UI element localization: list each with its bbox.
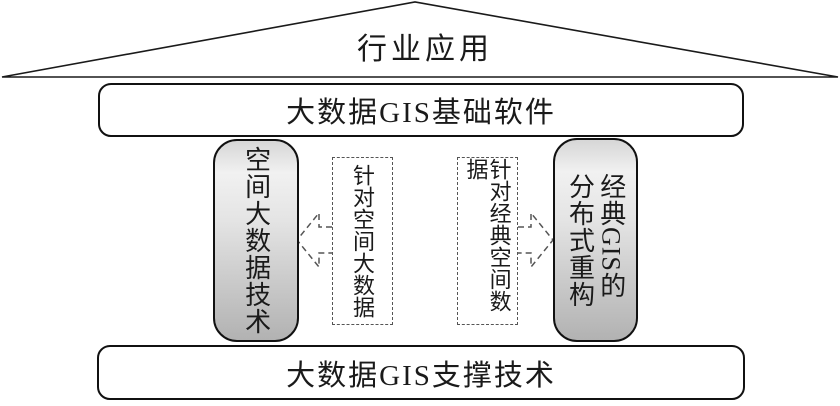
note-right-label: 针对经典空间数据 [463, 158, 512, 312]
pillar-left-label: 空间大数据技术 [241, 146, 271, 335]
pillar-classic-gis-refactor: 经典GIS的 分布式重构 [553, 138, 638, 342]
roof-triangle [1, 1, 839, 78]
bottom-bar-support-tech: 大数据GIS支撑技术 [97, 345, 745, 400]
note-for-spatial-big-data: 针对空间大数据 [332, 157, 393, 325]
roof-title: 行业应用 [357, 33, 493, 66]
top-bar-basic-software: 大数据GIS基础软件 [98, 83, 744, 137]
right-dashed-arrow-icon [518, 210, 554, 270]
left-dashed-arrow-icon [296, 210, 332, 270]
pillar-spatial-big-data-tech: 空间大数据技术 [213, 139, 299, 342]
note-for-classic-spatial-data: 针对经典空间数据 [457, 157, 518, 325]
pillar-right-column-left: 分布式重构 [565, 172, 595, 308]
note-left-label: 针对空间大数据 [350, 164, 376, 318]
pillar-right-label: 经典GIS的 分布式重构 [564, 173, 626, 308]
pillar-right-column-right: 经典GIS的 [596, 172, 626, 299]
bottom-bar-label: 大数据GIS支撑技术 [286, 359, 556, 392]
top-bar-label: 大数据GIS基础软件 [286, 97, 556, 129]
